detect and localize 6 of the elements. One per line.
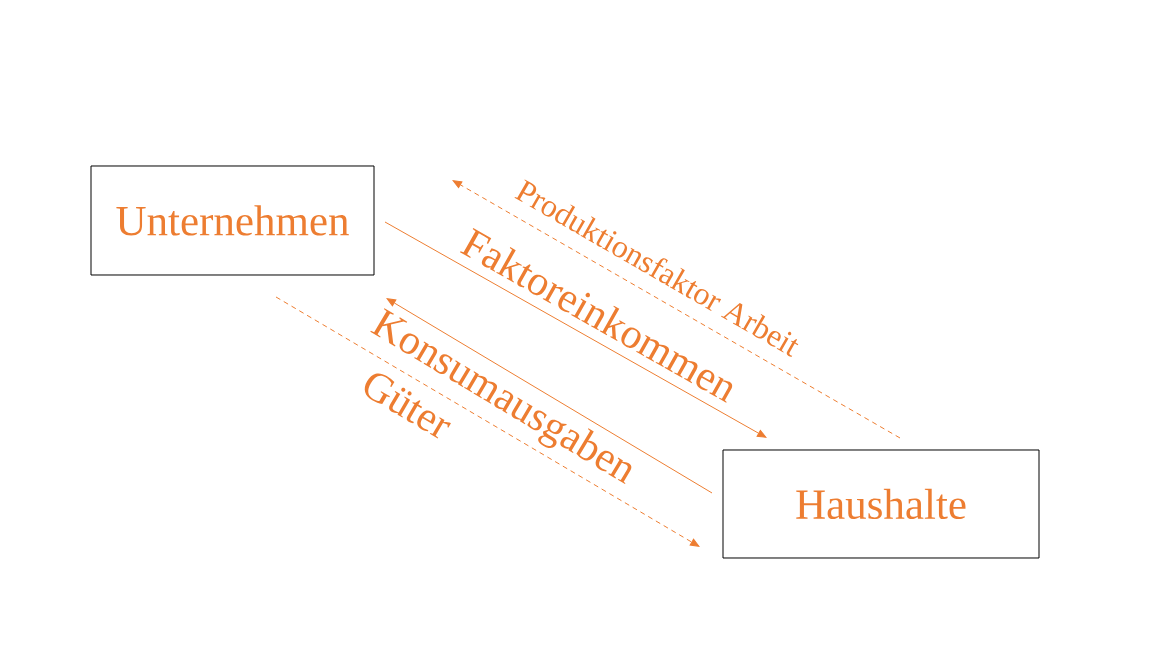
sector-box: Unternehmen [90, 165, 375, 276]
arrow [384, 221, 767, 438]
sector-box: Haushalte [722, 449, 1040, 559]
dashed-arrow [275, 296, 700, 547]
arrow [386, 298, 713, 494]
dashed-arrow [452, 180, 901, 439]
